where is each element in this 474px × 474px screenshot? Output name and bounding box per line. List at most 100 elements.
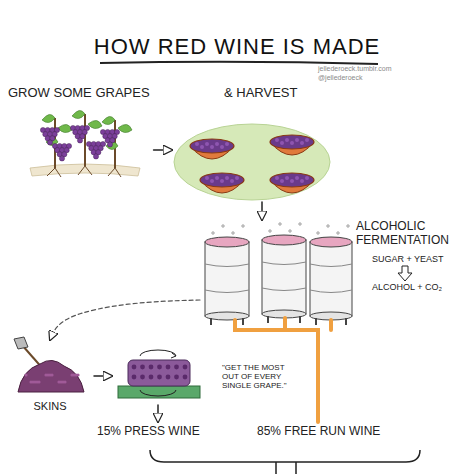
grape-vines (47, 166, 121, 177)
harvest-baskets (210, 145, 214, 149)
press-grapes (183, 365, 188, 370)
fermentation-tanks (205, 223, 352, 325)
grape-vines (77, 138, 82, 143)
harvest-baskets (305, 138, 309, 142)
stage-label: ALCOHOL + CO₂ (372, 282, 442, 292)
harvest-baskets (290, 141, 294, 145)
fermentation-tanks (222, 225, 224, 227)
press-grapes (166, 375, 171, 380)
harvest-baskets (220, 145, 224, 149)
grape-vines (47, 140, 52, 145)
stage-harvest: & HARVEST (172, 84, 334, 202)
harvest-baskets (300, 141, 304, 145)
harvest-baskets (290, 179, 294, 183)
watermark: jellederoeck.tumblr.com (318, 65, 392, 72)
fermentation-tanks (205, 237, 249, 247)
stage-label: 85% FREE RUN WINE (257, 425, 380, 439)
flow-arrow (261, 202, 263, 220)
fermentation-tanks (211, 318, 243, 325)
wine-pipe (316, 335, 320, 422)
harvest-baskets (225, 142, 229, 146)
flow-arrow (157, 405, 159, 422)
skins-texture (24, 373, 79, 383)
fermentation-tanks (205, 264, 249, 267)
press-grapes (140, 375, 145, 380)
fermentation-tanks (327, 225, 329, 227)
wine-press (128, 360, 190, 386)
press-grapes (140, 365, 145, 370)
harvest-baskets (215, 142, 219, 146)
skins-texture (44, 373, 47, 376)
title-underline (100, 62, 378, 64)
harvest-baskets (295, 176, 299, 180)
harvest-baskets (305, 176, 309, 180)
stage-fermentation: ALCOHOLIC FERMENTATION SUGAR + YEAST ALCOH… (200, 220, 470, 335)
skins-texture (70, 373, 73, 376)
harvest-baskets (200, 173, 244, 187)
stage-label: GROW SOME GRAPES (8, 86, 150, 101)
stage-label: & HARVEST (224, 86, 297, 101)
reaction-arrow (398, 266, 412, 281)
grape-vines (30, 110, 140, 177)
harvest-baskets (174, 124, 330, 200)
harvest-baskets (285, 176, 289, 180)
fermentation-tanks (310, 264, 352, 267)
stage-grow: GROW SOME GRAPES (8, 86, 154, 178)
fermentation-tanks (347, 225, 349, 227)
harvest-baskets (205, 142, 209, 146)
stage-skins: SKINS (10, 340, 94, 415)
harvest-baskets (195, 142, 199, 146)
press-grapes (174, 375, 179, 380)
fermentation-tanks (317, 232, 319, 234)
stage-label: SUGAR + YEAST (372, 254, 444, 264)
harvest-baskets (210, 179, 214, 183)
fermentation-tanks (310, 242, 352, 316)
press-grapes (183, 375, 188, 380)
harvest-baskets (230, 179, 234, 183)
harvest-baskets (190, 139, 234, 153)
harvest-baskets (275, 176, 279, 180)
skins-texture (24, 373, 27, 376)
grape-vines (93, 154, 98, 159)
press-wine: 15% PRESS WINE (95, 422, 204, 442)
press-grapes (132, 365, 188, 380)
flow-arrow (154, 149, 172, 151)
flow-arrow (94, 375, 112, 377)
wine-press (140, 350, 176, 396)
grape-vines (42, 110, 132, 149)
fermentation-tanks (299, 223, 301, 225)
press-grapes (149, 365, 154, 370)
fermentation-tanks (232, 232, 234, 234)
press-grapes (149, 375, 154, 380)
press-grapes (132, 365, 137, 370)
press-grapes (174, 365, 179, 370)
fermentation-tanks (279, 223, 281, 225)
fermentation-tanks (205, 290, 249, 293)
wine-press (118, 350, 200, 398)
harvest-baskets (205, 176, 209, 180)
fermentation-tanks (310, 237, 352, 247)
harvest-baskets (280, 179, 284, 183)
skins-pile (14, 337, 28, 349)
watermark: @jellederoeck (318, 74, 362, 81)
fermentation-tanks (212, 232, 214, 234)
skins-pile (18, 360, 84, 392)
press-grapes (157, 365, 162, 370)
stage-label: "GET THE MOST OUT OF EVERY SINGLE GRAPE.… (222, 363, 294, 391)
harvest-baskets (280, 141, 284, 145)
harvest-baskets (275, 138, 279, 142)
press-grapes (157, 375, 162, 380)
harvest-baskets (174, 124, 330, 200)
free-run-wine: 85% FREE RUN WINE (255, 422, 384, 442)
fermentation-tanks (262, 288, 306, 291)
skins-texture (57, 380, 60, 383)
fermentation-tanks (242, 225, 244, 227)
wine-press (171, 353, 176, 358)
stage-label: ALCOHOLIC FERMENTATION (356, 220, 464, 248)
title: HOW RED WINE IS MADE (0, 34, 474, 60)
skins-pile (14, 337, 84, 392)
fermentation-tanks (337, 232, 339, 234)
harvest-baskets (220, 179, 224, 183)
harvest-baskets (215, 176, 219, 180)
press-grapes (132, 375, 137, 380)
